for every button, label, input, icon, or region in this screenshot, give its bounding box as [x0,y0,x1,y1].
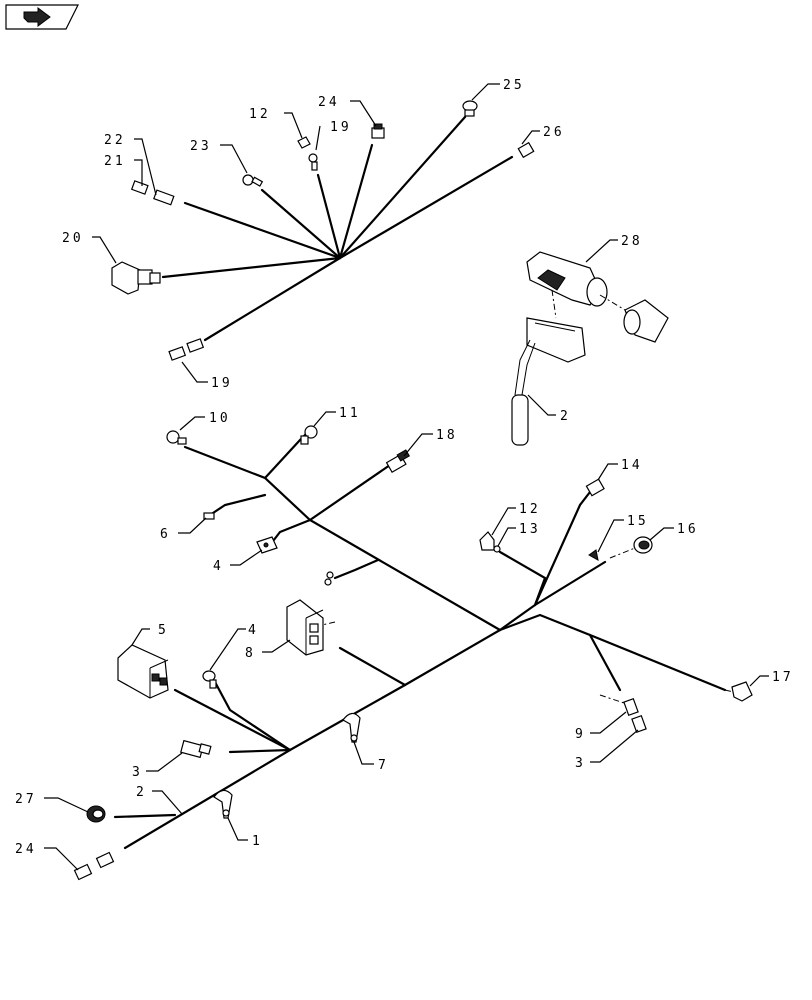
upper-harness [111,100,535,361]
ring-terminal-4-lower [202,670,217,689]
callout-5: 5 [158,623,169,638]
callout-labels: 12 24 19 25 26 22 21 23 20 19 28 2 10 11… [15,78,794,857]
callout-26: 26 [543,125,565,140]
callout-14: 14 [621,458,643,473]
next-page-arrow-icon[interactable] [5,4,79,30]
callout-4-upper: 4 [213,559,224,574]
callout-25: 25 [503,78,525,93]
callout-23: 23 [190,139,212,154]
connector-18 [385,449,411,474]
terminal-19-top [308,153,318,171]
connector-20 [111,261,161,295]
clamp-1 [213,789,233,819]
connector-3-left [180,739,212,759]
terminal-small-mid [324,571,334,586]
callout-3-right: 3 [575,756,586,771]
connector-17 [731,681,753,702]
callout-22: 22 [104,133,126,148]
callout-18: 18 [436,428,458,443]
grommet-25 [462,100,478,117]
callout-16: 16 [677,522,699,537]
ring-terminal-11 [300,425,318,445]
callout-11: 11 [339,406,361,421]
callout-7: 7 [378,758,389,773]
connector-5 [117,644,169,699]
grommet-27 [86,805,106,823]
terminal-4-upper [256,536,278,554]
connector-19-bottom [168,338,205,361]
connector-26 [517,141,535,159]
callout-2-lower: 2 [136,785,147,800]
terminal-6 [203,512,215,520]
connector-3-right [631,714,647,734]
clamp-7 [342,712,361,743]
connector-assembly-28 [511,251,669,446]
callout-9: 9 [575,727,586,742]
callout-19-top: 19 [330,120,352,135]
callout-leaders [44,83,769,871]
callout-6: 6 [160,527,171,542]
callout-15: 15 [627,514,649,529]
grommet-16 [633,536,653,554]
callout-10: 10 [209,411,231,426]
callout-19-bottom: 19 [211,376,233,391]
flag-terminal-12 [297,136,311,149]
callout-2-upper: 2 [560,409,571,424]
connector-21-22 [130,180,175,206]
connector-24-top [371,123,385,139]
connector-24-bottom [73,851,115,881]
connector-9 [623,697,639,717]
callout-21: 21 [104,154,126,169]
main-harness [73,425,753,881]
callout-1: 1 [252,834,263,849]
terminal-15 [588,549,599,561]
flag-terminal-12-right [479,531,495,551]
callout-20: 20 [62,231,84,246]
connector-8 [286,599,324,656]
callout-24-top: 24 [318,95,340,110]
callout-12-top: 12 [249,107,271,122]
connector-14 [585,478,605,497]
callout-17: 17 [772,670,794,685]
callout-12-right: 12 [519,502,541,517]
callout-13: 13 [519,522,541,537]
callout-3-left: 3 [132,765,143,780]
ring-terminal-23 [242,174,264,187]
callout-8: 8 [245,646,256,661]
callout-24-bottom: 24 [15,842,37,857]
callout-27: 27 [15,792,37,807]
callout-28: 28 [621,234,643,249]
callout-4-lower: 4 [248,623,259,638]
ring-terminal-10 [166,430,187,445]
terminal-13 [493,545,501,553]
